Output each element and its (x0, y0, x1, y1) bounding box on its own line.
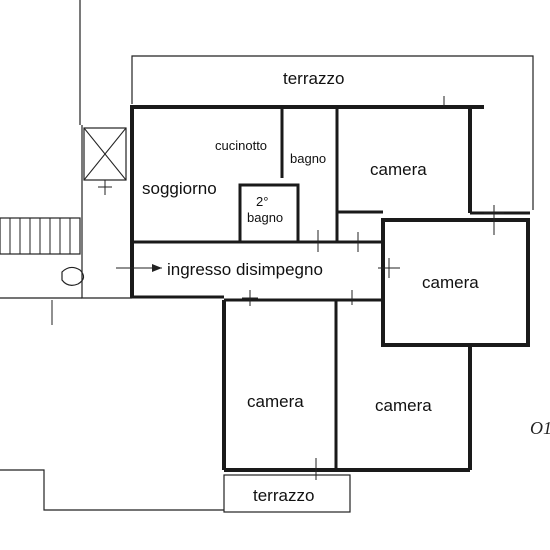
terrazzo-bottom-label: terrazzo (253, 486, 314, 505)
camera-right-label: camera (422, 273, 479, 292)
door-marks (98, 96, 504, 480)
edge-text: O1 (530, 418, 550, 438)
soggiorno-label: soggiorno (142, 179, 217, 198)
camera-bottom-right-label: camera (375, 396, 432, 415)
terrace-outline-top (79, 0, 534, 210)
interior-walls (132, 107, 383, 299)
cucinotto-label: cucinotto (215, 138, 267, 153)
stairs (0, 217, 81, 255)
ingresso-label: ingresso disimpegno (167, 260, 323, 279)
bagno-label: bagno (290, 151, 326, 166)
camera-bottom-left-label: camera (247, 392, 304, 411)
entrance-landing (0, 125, 132, 325)
terrazzo-top-label: terrazzo (283, 69, 344, 88)
terrace-outline-bottom (0, 469, 351, 513)
camera-top-label: camera (370, 160, 427, 179)
secondo-bagno-line2: bagno (247, 210, 283, 225)
secondo-bagno-line1: 2° (256, 194, 268, 209)
